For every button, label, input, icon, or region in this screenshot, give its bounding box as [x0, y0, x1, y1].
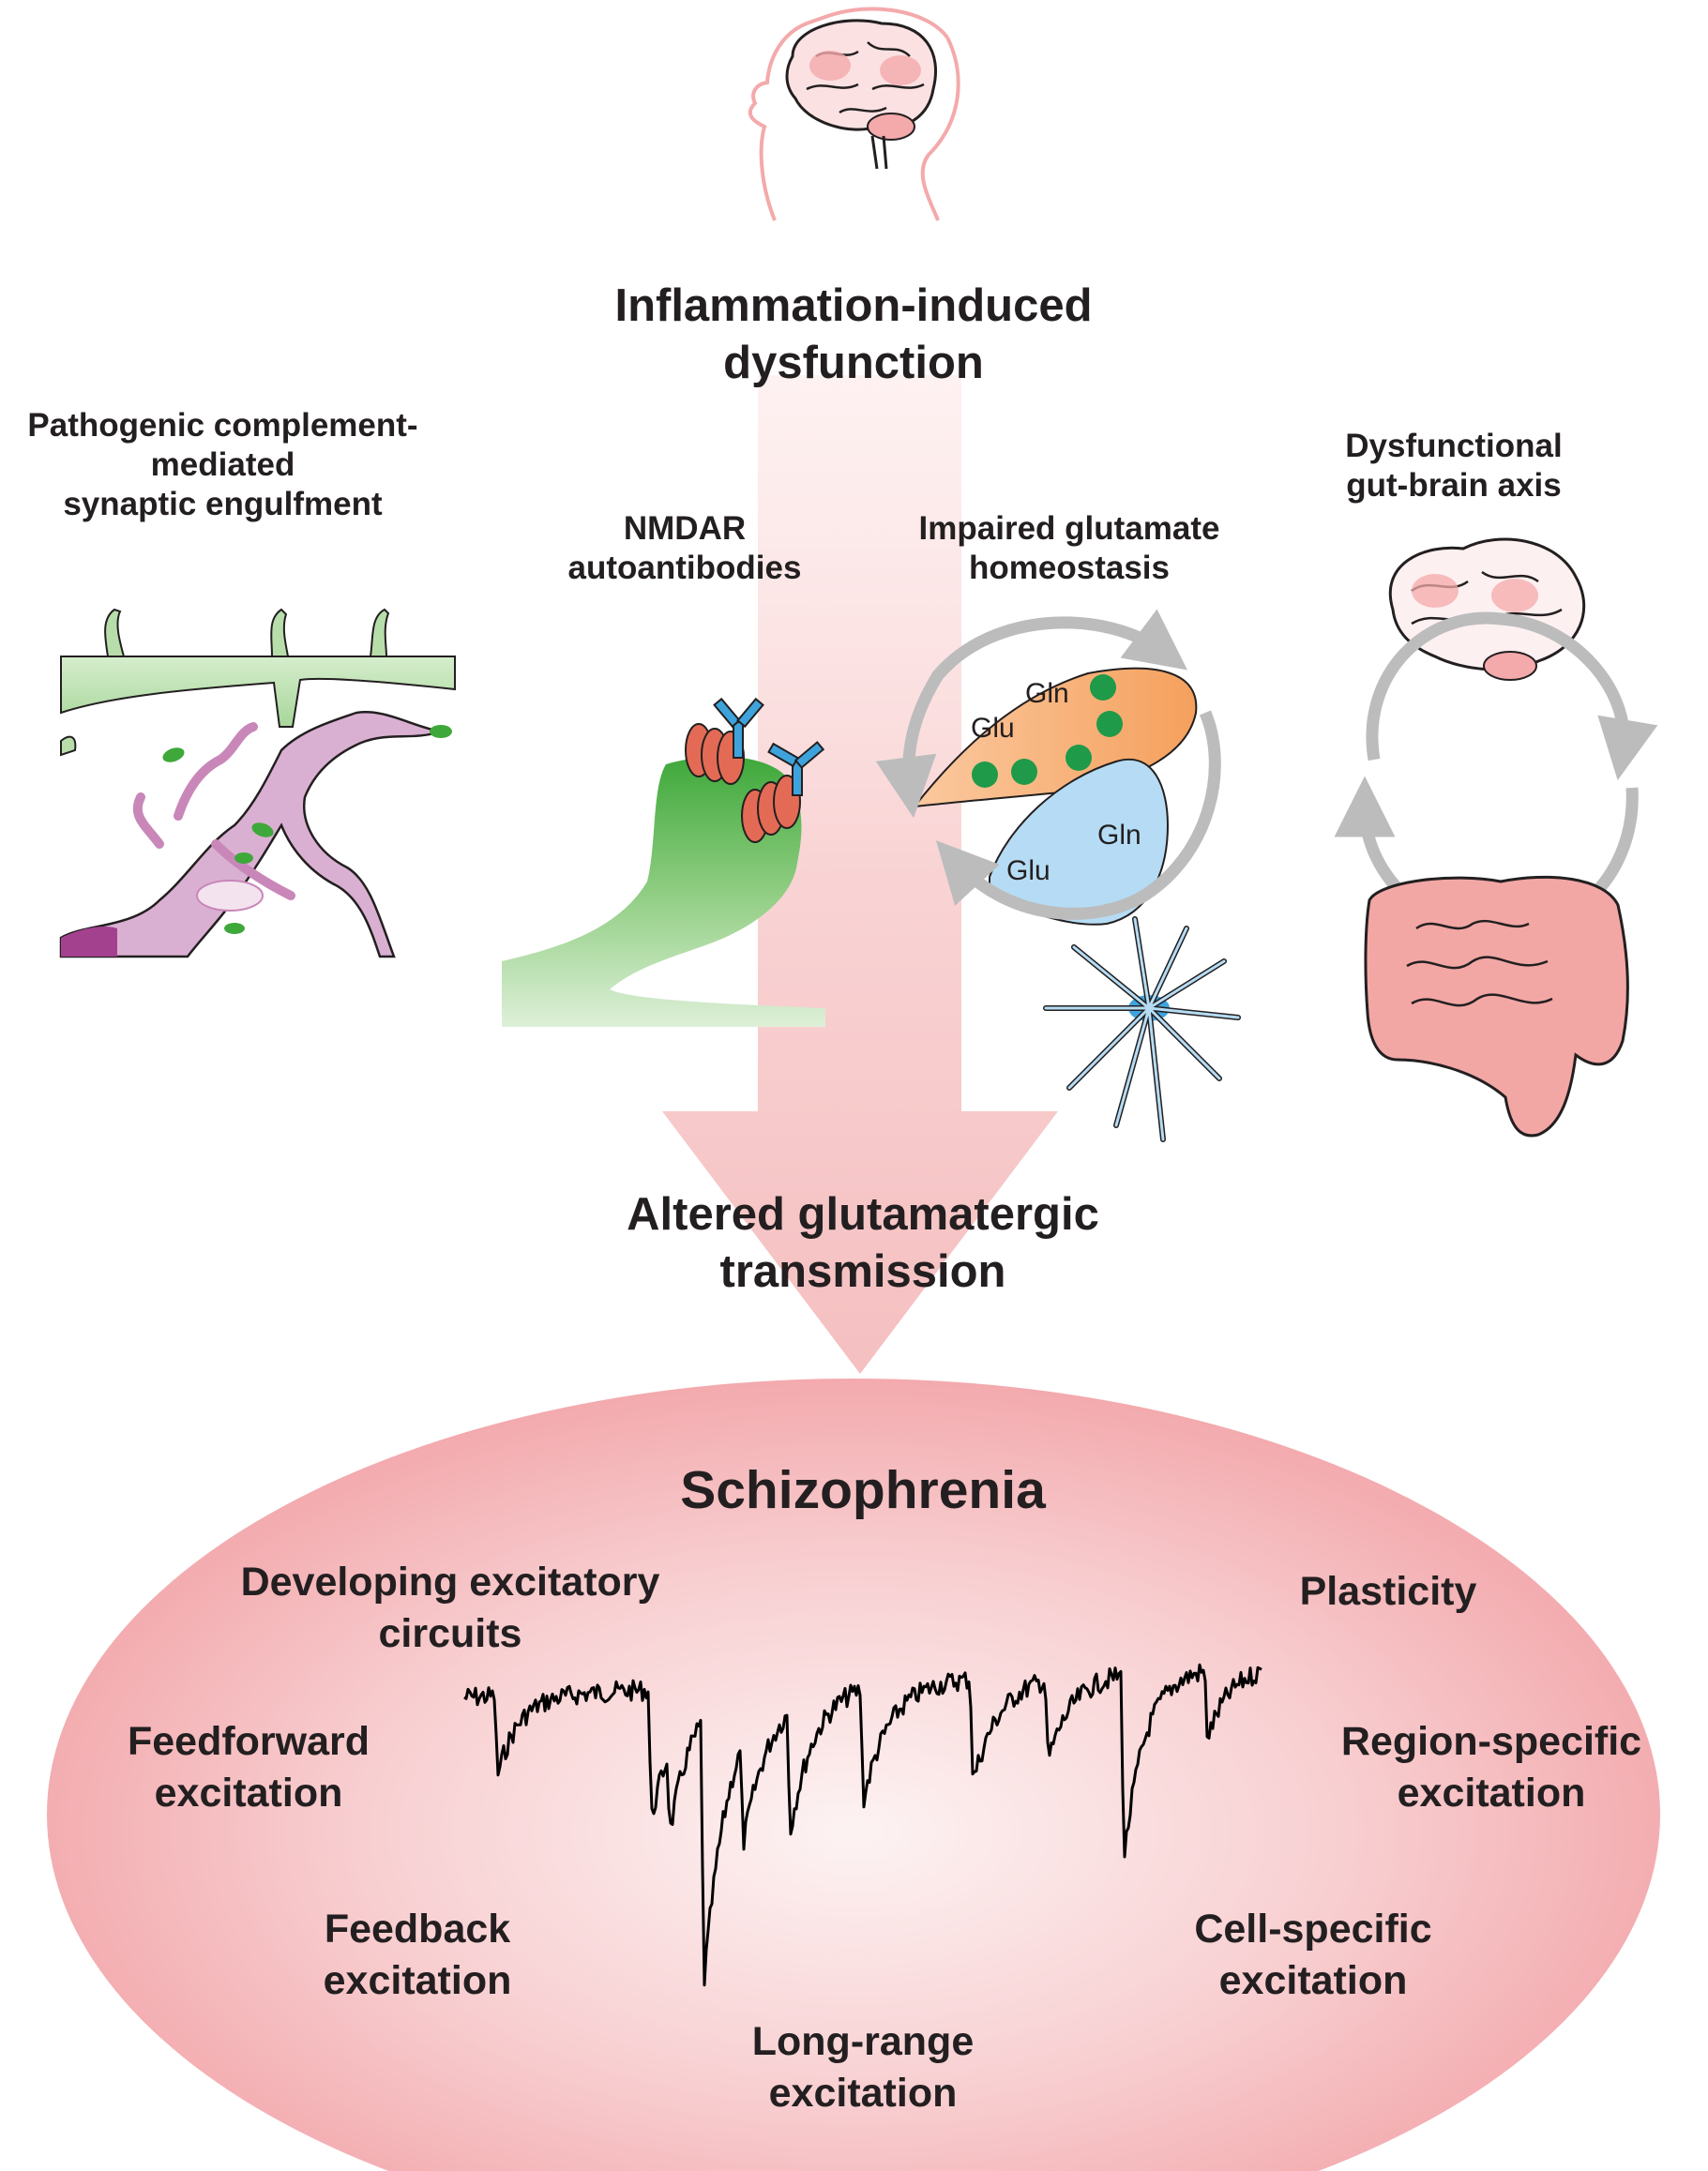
astrocyte-icon: [1043, 916, 1241, 1142]
label-complement-line-1: Pathogenic complement-: [27, 407, 418, 444]
nmdar-synapse: [502, 697, 825, 1027]
feature-developing-line-2: circuits: [378, 1611, 522, 1657]
feature-region: Region-specific excitation: [1304, 1716, 1679, 1820]
feature-feedback: Feedback excitation: [277, 1904, 558, 2008]
title-line-1: Inflammation-induced: [614, 280, 1093, 331]
outcome: Altered glutamatergic transmission: [525, 1186, 1201, 1301]
feature-longrange-line-2: excitation: [768, 2071, 958, 2117]
head-brain-icon: [748, 7, 960, 221]
feature-region-line-1: Region-specific: [1340, 1719, 1642, 1764]
label-complement: Pathogenic complement- mediated synaptic…: [0, 406, 446, 524]
label-nmdar-line-2: autoantibodies: [567, 550, 802, 586]
label-glutamate-line-1: Impaired glutamate: [918, 510, 1220, 547]
label-complement-line-3: synaptic engulfment: [63, 486, 383, 522]
schizophrenia-ellipse: [47, 1379, 1660, 2171]
label-nmdar: NMDAR autoantibodies: [544, 509, 825, 588]
glutamate-cycle: [875, 609, 1241, 1142]
feature-cell: Cell-specific excitation: [1144, 1904, 1482, 2008]
title: Inflammation-induced dysfunction: [525, 278, 1182, 392]
current-trace-icon: [463, 1663, 1262, 1987]
feature-feedforward-line-1: Feedforward: [127, 1719, 370, 1764]
feature-plasticity-line-1: Plasticity: [1299, 1569, 1477, 1614]
disorder-title: Schizophrenia: [680, 1460, 1046, 1520]
glu-presynaptic-label: Glu: [971, 713, 1015, 744]
label-nmdar-line-1: NMDAR: [623, 510, 747, 547]
feature-longrange: Long-range excitation: [713, 2016, 1013, 2120]
feature-developing-line-1: Developing excitatory: [240, 1560, 660, 1605]
gln-presynaptic-label: Gln: [1025, 678, 1069, 709]
label-gut-brain: Dysfunctional gut-brain axis: [1299, 427, 1609, 505]
feature-plasticity: Plasticity: [1238, 1566, 1538, 1618]
microglia-icon: [59, 608, 456, 958]
feature-cell-line-1: Cell-specific: [1194, 1907, 1432, 1952]
feature-feedback-line-1: Feedback: [324, 1907, 511, 1952]
feature-region-line-2: excitation: [1397, 1771, 1586, 1817]
antibody-icon: [713, 697, 825, 796]
feature-cell-line-2: excitation: [1218, 1958, 1408, 2004]
label-glutamate: Impaired glutamate homeostasis: [882, 509, 1257, 588]
feature-feedback-line-2: excitation: [323, 1958, 512, 2004]
feature-longrange-line-1: Long-range: [751, 2019, 975, 2064]
label-gut-brain-line-1: Dysfunctional: [1345, 428, 1563, 464]
gut-icon: [1364, 875, 1629, 1138]
label-glutamate-line-2: homeostasis: [969, 550, 1170, 586]
glu-astrocyte-label: Glu: [1006, 855, 1050, 886]
outcome-line-1: Altered glutamatergic: [627, 1189, 1099, 1240]
gln-astrocyte-label: Gln: [1097, 820, 1141, 851]
feature-feedforward: Feedforward excitation: [89, 1716, 408, 1820]
label-complement-line-2: mediated: [150, 446, 295, 483]
feature-feedforward-line-2: excitation: [154, 1771, 343, 1817]
brain-icon: [1388, 537, 1586, 681]
gut-brain-axis: [1334, 537, 1658, 1138]
title-line-2: dysfunction: [723, 337, 984, 388]
label-gut-brain-line-2: gut-brain axis: [1346, 467, 1562, 504]
outcome-line-2: transmission: [719, 1245, 1006, 1297]
feature-developing: Developing excitatory circuits: [188, 1557, 713, 1661]
